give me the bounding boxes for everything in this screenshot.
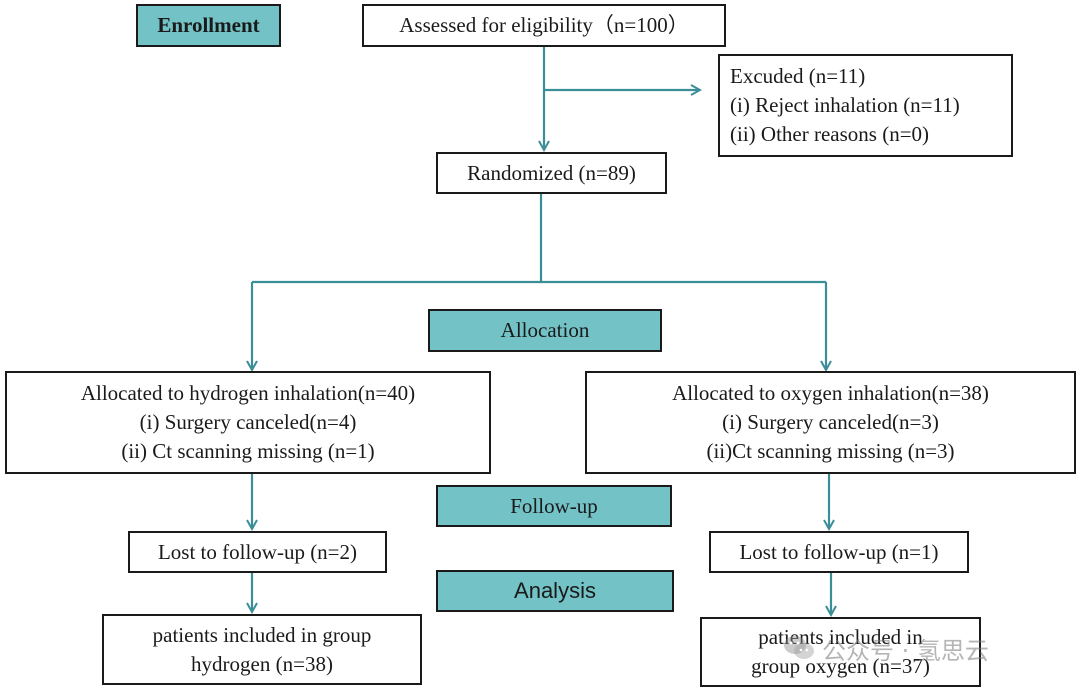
excluded-reason: (i) Reject inhalation (n=11)	[730, 93, 960, 117]
excluded-title: Excuded (n=11)	[730, 64, 866, 88]
watermark-text: 公众号 · 氢思云	[822, 636, 989, 665]
oxygen-analyzed-line: group oxygen (n=37)	[751, 654, 930, 678]
oxygen-allocated-box: Allocated to oxygen inhalation(n=38) (i)…	[585, 371, 1076, 474]
stage-analysis-label: Analysis	[514, 578, 596, 603]
hydrogen-allocated-box: Allocated to hydrogen inhalation(n=40) (…	[5, 371, 491, 474]
stage-analysis: Analysis	[436, 570, 674, 612]
excluded-reason: (ii) Other reasons (n=0)	[730, 122, 930, 146]
randomized-box: Randomized (n=89)	[436, 152, 667, 194]
oxygen-lost-box: Lost to follow-up (n=1)	[709, 531, 969, 573]
assessed-box: Assessed for eligibility（n=100）	[362, 4, 726, 47]
oxygen-allocated-detail: (i) Surgery canceled(n=3)	[722, 410, 939, 434]
hydrogen-lost-text: Lost to follow-up (n=2)	[157, 539, 358, 564]
hydrogen-analyzed-line: patients included in group	[152, 622, 372, 647]
stage-enrollment: Enrollment	[136, 4, 281, 47]
stage-follow-up-label: Follow-up	[510, 493, 598, 518]
hydrogen-analyzed-box: patients included in group hydrogen (n=3…	[102, 614, 422, 685]
oxygen-analyzed-box: patients included in group oxygen (n=37)	[700, 617, 981, 687]
wechat-icon	[784, 636, 814, 659]
assessed-text: Assessed for eligibility（n=100）	[399, 13, 689, 37]
oxygen-analyzed-line: patients included in	[758, 625, 923, 649]
hydrogen-allocated-title: Allocated to hydrogen inhalation(n=40)	[80, 381, 416, 405]
hydrogen-allocated-detail: (i) Surgery canceled(n=4)	[139, 410, 357, 434]
stage-allocation: Allocation	[428, 309, 662, 352]
randomized-text: Randomized (n=89)	[467, 160, 636, 185]
excluded-box: Excuded (n=11) (i) Reject inhalation (n=…	[718, 54, 1013, 157]
oxygen-allocated-detail: (ii)Ct scanning missing (n=3)	[706, 439, 955, 463]
hydrogen-lost-box: Lost to follow-up (n=2)	[128, 531, 387, 573]
stage-follow-up: Follow-up	[436, 485, 672, 527]
hydrogen-allocated-detail: (ii) Ct scanning missing (n=1)	[121, 439, 375, 463]
stage-allocation-label: Allocation	[500, 318, 590, 342]
oxygen-lost-text: Lost to follow-up (n=1)	[739, 539, 939, 564]
hydrogen-analyzed-line: hydrogen (n=38)	[191, 651, 333, 676]
oxygen-allocated-title: Allocated to oxygen inhalation(n=38)	[672, 381, 989, 405]
stage-enrollment-label: Enrollment	[157, 13, 260, 37]
watermark: 公众号 · 氢思云	[782, 630, 989, 666]
